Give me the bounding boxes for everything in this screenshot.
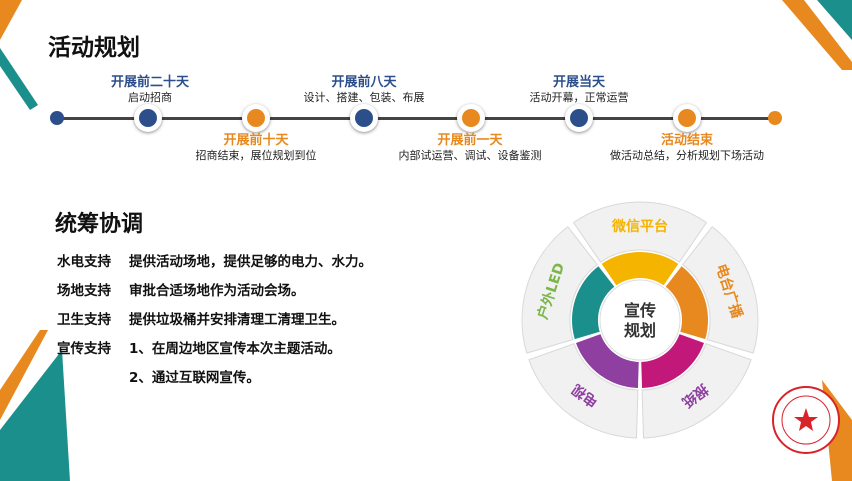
milestone-label-2: 开展前十天 招商结束，展位规划到位: [166, 133, 346, 163]
support-key: 水电支持: [57, 254, 111, 270]
milestone-heading: 开展前十天: [223, 133, 289, 148]
timeline-end-dot: [768, 111, 782, 125]
timeline: 开展前二十天 启动招商 开展前十天 招商结束，展位规划到位 开展前八天 设计、搭…: [0, 0, 852, 180]
milestone-heading: 开展前二十天: [110, 75, 189, 90]
wheel-center-line1: 宣传: [624, 301, 656, 320]
bottom-left-decoration: [0, 330, 70, 481]
wheel-outer-segment: [528, 342, 639, 439]
milestone-node-5: [565, 104, 593, 132]
milestone-desc: 设计、搭建、包装、布展: [303, 91, 425, 104]
wheel-inner-segment: [665, 266, 708, 340]
page-title: 活动规划: [48, 35, 140, 61]
coordination-title: 统筹协调: [55, 212, 144, 237]
wheel-inner-segment: [572, 266, 615, 340]
support-row: 宣传支持 1、在周边地区宣传本次主题活动。: [57, 337, 341, 357]
milestone-desc: 内部试运营、调试、设备鉴测: [398, 149, 542, 162]
top-left-decoration: [0, 0, 38, 110]
milestone-node-6: [673, 104, 701, 132]
support-value: 1、在周边地区宣传本次主题活动。: [129, 341, 341, 357]
wheel-outer-segment: [641, 342, 752, 439]
support-row: 2、通过互联网宣传。: [57, 366, 260, 386]
milestone-node-1: [134, 104, 162, 132]
wheel-outer-segment: [521, 225, 598, 354]
top-right-decoration: [782, 0, 852, 70]
wheel-inner-segment: [641, 334, 705, 388]
milestone-heading: 开展前八天: [331, 75, 397, 90]
support-value: 2、通过互联网宣传。: [129, 370, 260, 386]
milestone-desc: 做活动总结，分析规划下场活动: [610, 149, 764, 162]
support-value: 审批合适场地作为活动会场。: [129, 283, 305, 299]
milestone-node-3: [350, 104, 378, 132]
milestone-node-2: [242, 104, 270, 132]
milestone-desc: 启动招商: [128, 91, 172, 104]
milestone-node-4: [457, 104, 485, 132]
wheel-segment-label: 微信平台: [611, 218, 668, 235]
wheel-inner-segment: [575, 334, 639, 388]
milestone-label-5: 开展当天 活动开幕，正常运营: [489, 75, 669, 105]
milestone-heading: 开展当天: [552, 75, 605, 90]
support-row: 卫生支持 提供垃圾桶并安排清理工清理卫生。: [57, 308, 345, 328]
milestone-heading: 开展前一天: [437, 133, 503, 148]
wheel-outer-segment: [682, 225, 759, 354]
support-row: 场地支持 审批合适场地作为活动会场。: [57, 279, 305, 299]
wheel-center: [599, 279, 681, 361]
support-key: 宣传支持: [57, 341, 111, 357]
support-key: 卫生支持: [57, 312, 111, 328]
milestone-label-1: 开展前二十天 启动招商: [60, 75, 240, 105]
milestone-heading: 活动结束: [660, 133, 713, 148]
wheel-outer-segment: [572, 201, 708, 263]
wheel-center-line2: 规划: [624, 321, 656, 340]
milestone-label-4: 开展前一天 内部试运营、调试、设备鉴测: [380, 133, 560, 163]
watermark-stamp: [772, 386, 840, 454]
timeline-line: [56, 117, 776, 120]
support-value: 提供垃圾桶并安排清理工清理卫生。: [129, 312, 345, 328]
milestone-desc: 活动开幕，正常运营: [529, 91, 629, 104]
wheel-inner-segment: [601, 252, 679, 286]
timeline-start-dot: [50, 111, 64, 125]
support-row: 水电支持 提供活动场地，提供足够的电力、水力。: [57, 250, 372, 270]
milestone-desc: 招商结束，展位规划到位: [195, 149, 317, 162]
milestone-label-3: 开展前八天 设计、搭建、包装、布展: [274, 75, 454, 105]
support-value: 提供活动场地，提供足够的电力、水力。: [129, 254, 372, 270]
milestone-label-6: 活动结束 做活动总结，分析规划下场活动: [597, 133, 777, 163]
support-key: 场地支持: [57, 283, 111, 299]
